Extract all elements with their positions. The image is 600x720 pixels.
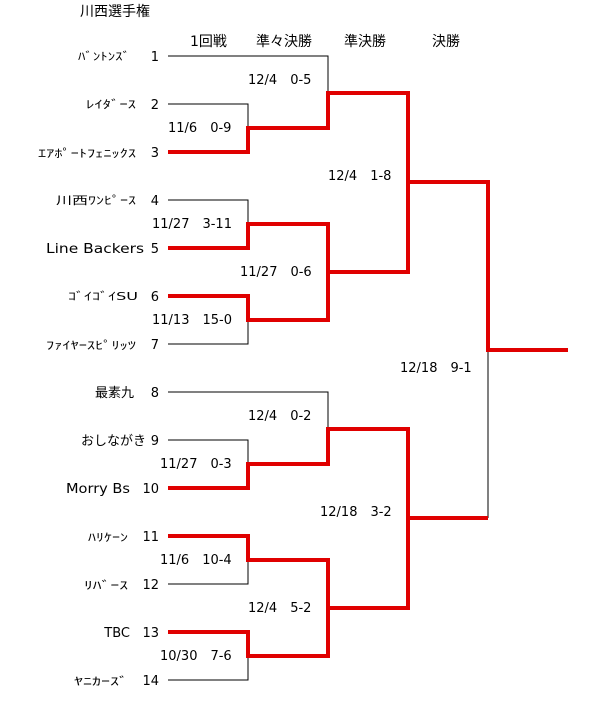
result-r1-13-14: 10/30 7-6 xyxy=(160,649,232,664)
winner-path-team-13 xyxy=(168,608,330,658)
result-r1-4-5: 11/27 3-11 xyxy=(152,217,232,232)
bracket-line-team-12 xyxy=(168,560,249,585)
result-r1-6-7: 11/13 15-0 xyxy=(152,313,232,328)
team-name-1: ﾊﾞﾝﾄﾝｽﾞ xyxy=(78,50,130,63)
team-name-4: 川西ﾜﾝﾋﾟｰｽ xyxy=(56,194,137,207)
round-header-quarterfinal: 準々決勝 xyxy=(256,34,312,50)
team-name-2: ﾚｲﾀﾞｰｽ xyxy=(86,98,137,111)
team-name-7: ﾌｧｲﾔｰｽﾋﾟﾘｯﾂ xyxy=(46,339,137,352)
winner-path-team-10 xyxy=(168,427,488,520)
result-final: 12/18 9-1 xyxy=(400,361,472,376)
bracket-line-team-8 xyxy=(168,391,329,430)
bracket-line-team-2 xyxy=(168,103,249,126)
team-name-9: おしながき xyxy=(81,434,146,449)
team-name-8: 最素九 xyxy=(95,386,134,401)
bracket-line-team-14 xyxy=(168,656,249,681)
seed-14: 14 xyxy=(142,674,159,689)
result-qf4: 12/4 5-2 xyxy=(248,601,311,616)
bracket-line-team-4 xyxy=(168,199,249,222)
result-sf1: 12/4 1-8 xyxy=(328,169,391,184)
winner-path-team-5 xyxy=(168,182,410,274)
team-name-14: ﾔﾆｶｰｽﾞ xyxy=(74,675,128,688)
result-r1-9-10: 11/27 0-3 xyxy=(160,457,232,472)
seed-9: 9 xyxy=(151,434,159,449)
round-header-semifinal: 準決勝 xyxy=(344,34,386,50)
winner-path-team-11 xyxy=(168,518,410,610)
team-name-6: ｺﾞｲｺﾞｲSU xyxy=(68,290,138,303)
seed-8: 8 xyxy=(151,386,159,401)
result-sf2: 12/18 3-2 xyxy=(320,505,392,520)
bracket-line-sf1-lower xyxy=(328,182,409,273)
bracket-title: 川西選手権 xyxy=(80,3,150,20)
seed-10: 10 xyxy=(142,482,159,497)
winner-path-team-3 xyxy=(168,91,568,352)
team-name-13: TBC xyxy=(103,626,130,641)
seed-2: 2 xyxy=(151,98,159,113)
round-header-first-round: 1回戦 xyxy=(190,34,227,50)
result-r1-11-12: 11/6 10-4 xyxy=(160,553,232,568)
seed-7: 7 xyxy=(151,338,159,353)
team-name-12: ﾘﾊﾞｰｽ xyxy=(84,579,129,592)
round-header-final: 決勝 xyxy=(432,34,460,50)
seed-6: 6 xyxy=(151,290,159,305)
result-qf3: 12/4 0-2 xyxy=(248,409,311,424)
result-qf1: 12/4 0-5 xyxy=(248,73,311,88)
team-name-11: ﾊﾘｹｰﾝ xyxy=(88,531,128,544)
team-name-5: Line Backers xyxy=(46,242,144,257)
seed-12: 12 xyxy=(142,578,159,593)
seed-11: 11 xyxy=(142,530,159,545)
seed-5: 5 xyxy=(151,242,159,257)
bracket-line-team-7 xyxy=(168,322,249,345)
seed-1: 1 xyxy=(151,50,159,65)
bracket-line-team-1 xyxy=(168,55,329,94)
bracket-line-team-9 xyxy=(168,439,249,462)
team-name-3: ｴｱﾎﾟｰﾄﾌｪﾆｯｸｽ xyxy=(38,147,137,160)
winner-paths xyxy=(168,91,568,658)
winner-path-team-6 xyxy=(168,272,330,322)
seed-13: 13 xyxy=(142,626,159,641)
seed-3: 3 xyxy=(151,146,159,161)
seed-4: 4 xyxy=(151,194,159,209)
bracket-line-sf2-lower xyxy=(328,518,409,609)
result-qf2: 11/27 0-6 xyxy=(240,265,312,280)
team-name-10: Morry Bs xyxy=(66,482,130,497)
result-r1-2-3: 11/6 0-9 xyxy=(168,121,231,136)
